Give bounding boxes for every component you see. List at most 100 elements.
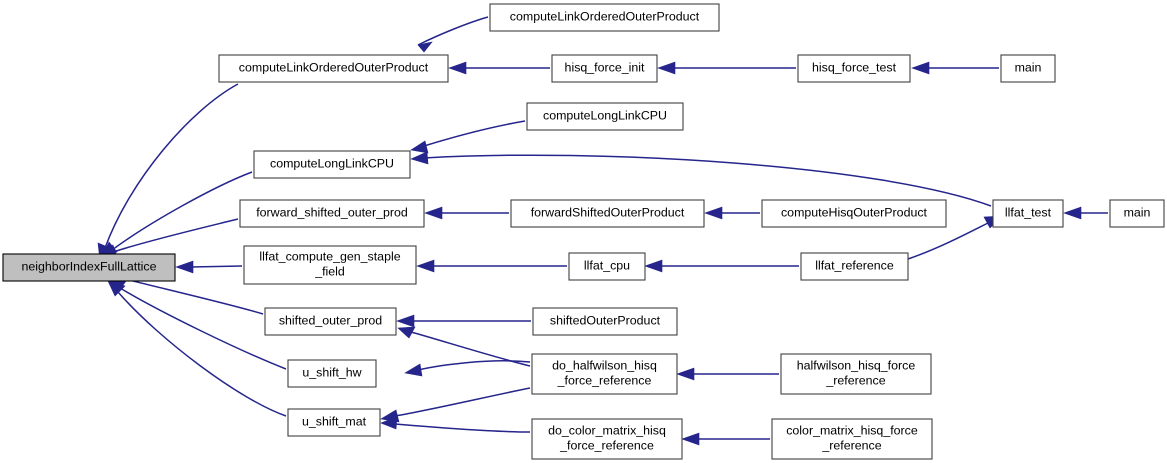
edge-ushiftmat-to-root (107, 280, 287, 417)
node-box[interactable] (800, 252, 909, 281)
arrowhead-icon (644, 259, 663, 273)
arrowhead-icon (410, 140, 429, 154)
edge-main-to-hisqtest (911, 61, 999, 75)
edge-ushifthw-to-root (107, 280, 287, 370)
node-box-root[interactable] (2, 253, 176, 282)
node-box[interactable] (239, 199, 425, 228)
node-llfat_test[interactable]: llfat_test (992, 199, 1064, 228)
edge-line (907, 221, 991, 260)
node-hisq_force_init[interactable]: hisq_force_init (551, 54, 658, 83)
arrowhead-icon (704, 206, 723, 220)
nodes-layer: neighborIndexFullLattice computeLinkOrder… (2, 3, 1165, 460)
node-box[interactable] (531, 418, 683, 460)
edge-llfatref-to-llfatcpu (644, 259, 799, 273)
edge-line (112, 218, 239, 253)
node-box[interactable] (532, 307, 678, 336)
edge-line (423, 120, 526, 147)
arrowhead-icon (1063, 206, 1082, 220)
node-forwardShiftedOuterProduct[interactable]: forwardShiftedOuterProduct (510, 199, 705, 228)
edge-hwhfr-to-dhhfr (676, 367, 779, 381)
edge-main2-to-llfattest (1063, 206, 1108, 220)
node-box[interactable] (510, 199, 705, 228)
edge-dhhfr-to-ushifthw (404, 360, 531, 377)
edge-llfattest-to-cllcpu (410, 151, 992, 207)
node-box[interactable] (489, 3, 720, 32)
edge-chop-to-fsop2 (704, 206, 760, 220)
edge-fsop1-to-root (99, 218, 239, 258)
node-box[interactable] (526, 102, 684, 131)
node-box[interactable] (1109, 199, 1165, 228)
node-halfwilson_hisq_force_reference[interactable]: halfwilson_hisq_force_reference (780, 353, 932, 395)
edge-sop2-to-sop1 (396, 314, 531, 328)
arrowhead-icon (397, 326, 416, 339)
node-computeHisqOuterProduct[interactable]: computeHisqOuterProduct (761, 199, 947, 228)
edge-llfatgen-to-root (175, 260, 243, 274)
arrowhead-icon (396, 314, 415, 328)
edge-line (417, 16, 489, 46)
edge-cllcpu-to-root (100, 171, 253, 259)
node-box[interactable] (531, 353, 678, 395)
node-box[interactable] (780, 353, 932, 395)
node-u_shift_hw[interactable]: u_shift_hw (287, 359, 377, 388)
node-box[interactable] (797, 54, 911, 83)
node-box[interactable] (771, 418, 933, 460)
edge-llfatcpu-to-llfatgen (416, 259, 567, 273)
edge-line (116, 276, 264, 315)
edge-line (394, 387, 531, 417)
node-main_top[interactable]: main (1000, 54, 1056, 83)
edge-cloop-top-to-clo (417, 16, 489, 53)
node-shifted_outer_prod[interactable]: shifted_outer_prod (264, 307, 397, 336)
edge-line (423, 154, 992, 207)
arrowhead-icon (424, 206, 443, 220)
edge-line (410, 331, 531, 367)
node-llfat_reference[interactable]: llfat_reference (800, 252, 909, 281)
node-neighborIndexFullLattice[interactable]: neighborIndexFullLattice (2, 253, 176, 282)
node-color_matrix_hisq_force_reference[interactable]: color_matrix_hisq_force_reference (771, 418, 933, 460)
node-computeLongLinkCPU[interactable]: computeLongLinkCPU (253, 150, 411, 179)
arrowhead-icon (417, 41, 433, 53)
node-box[interactable] (287, 359, 377, 388)
node-box[interactable] (287, 408, 381, 437)
node-box[interactable] (253, 150, 411, 179)
node-box[interactable] (568, 252, 646, 281)
node-do_color_matrix_hisq_force_reference[interactable]: do_color_matrix_hisq_force_reference (531, 418, 683, 460)
node-box[interactable] (218, 54, 449, 83)
node-box[interactable] (551, 54, 658, 83)
node-box[interactable] (1000, 54, 1056, 83)
edge-line (117, 291, 287, 417)
edge-line (111, 171, 253, 251)
edge-cmhfr-to-dcmhfr (681, 432, 770, 446)
node-computeLinkOrderedOuterProduct_top[interactable]: computeLinkOrderedOuterProduct (489, 3, 720, 32)
arrowhead-icon (657, 61, 676, 75)
arrowhead-icon (404, 363, 423, 377)
node-main_llfat[interactable]: main (1109, 199, 1165, 228)
node-computeLongLinkCPU_right[interactable]: computeLongLinkCPU (526, 102, 684, 131)
edge-hisqinit-to-clo (448, 61, 550, 75)
edge-dhhfr-to-sop1 (397, 326, 531, 367)
node-hisq_force_test[interactable]: hisq_force_test (797, 54, 911, 83)
node-computeLinkOrderedOuterProduct[interactable]: computeLinkOrderedOuterProduct (218, 54, 449, 83)
node-box[interactable] (992, 199, 1064, 228)
edge-line (104, 83, 239, 249)
node-u_shift_mat[interactable]: u_shift_mat (287, 408, 381, 437)
edge-line (417, 360, 531, 371)
node-forward_shifted_outer_prod[interactable]: forward_shifted_outer_prod (239, 199, 425, 228)
node-llfat_compute_gen_staple_field[interactable]: llfat_compute_gen_staple_field (243, 245, 417, 285)
arrowhead-icon (175, 260, 194, 274)
edge-dhhfr-to-ushiftmat (380, 387, 531, 423)
edge-fsop2-to-fsop1 (424, 206, 509, 220)
node-llfat_cpu[interactable]: llfat_cpu (568, 252, 646, 281)
node-box[interactable] (761, 199, 947, 228)
edge-line (189, 265, 243, 268)
node-box[interactable] (264, 307, 397, 336)
arrowhead-icon (676, 367, 695, 381)
edge-line (119, 287, 287, 370)
edge-dcmhfr-to-ushiftmat (380, 416, 531, 433)
node-shiftedOuterProduct[interactable]: shiftedOuterProduct (532, 307, 678, 336)
arrowhead-icon (416, 259, 435, 273)
edge-hisqtest-to-hisqinit (657, 61, 796, 75)
node-box[interactable] (243, 245, 417, 285)
node-do_halfwilson_hisq_force_reference[interactable]: do_halfwilson_hisq_force_reference (531, 353, 678, 395)
